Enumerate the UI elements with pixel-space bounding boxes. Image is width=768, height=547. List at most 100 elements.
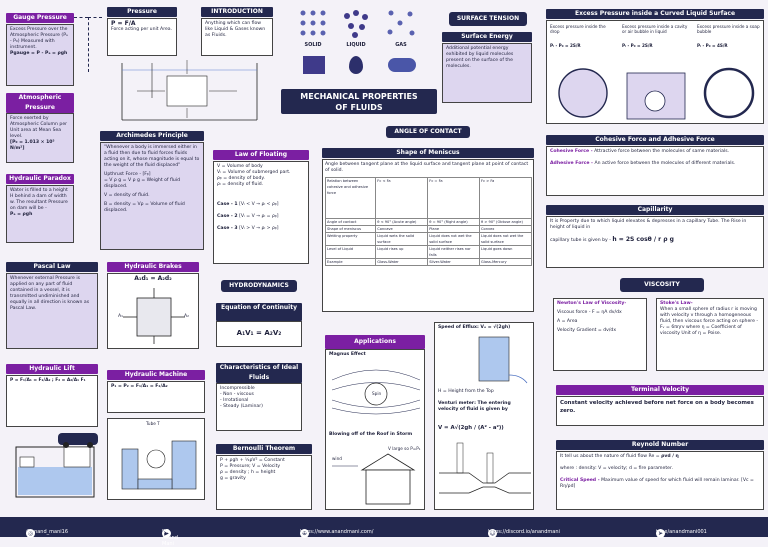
excess-pressure-title: Excess Pressure inside a Curved Liquid S… xyxy=(546,9,764,19)
excess-soap-formula: Pᵢ - P₀ = 4S/R xyxy=(697,43,728,48)
main-title-line1: MECHANICAL PROPERTIES xyxy=(300,92,418,101)
instagram-icon: ◎ xyxy=(26,529,35,538)
bernoulli-f2: P = Pressure; V = Velocity xyxy=(220,464,281,469)
table-cell: Fc = Fa xyxy=(427,177,481,219)
stokes-text: When a small sphere of radius r is movin… xyxy=(660,307,759,336)
reynold-title: Reynold Number xyxy=(556,440,764,450)
capillarity-formula: h = 2S cosθ / r ρ g xyxy=(612,236,674,243)
bernoulli-f4: g = gravity xyxy=(220,476,246,481)
liquid-drop-icon xyxy=(349,56,363,74)
globe-icon: ⊕ xyxy=(300,529,309,538)
table-cell: θ = 90° (Right angle) xyxy=(427,218,481,226)
discord-icon: ☺ xyxy=(488,529,497,538)
table-cell: Fc > Fa xyxy=(479,177,532,219)
connector xyxy=(88,17,102,18)
solid-label: SOLID xyxy=(304,42,322,48)
capillarity-formula-label: capillary tube is given by - xyxy=(550,238,611,243)
applications-title: Applications xyxy=(325,335,425,349)
newton-3: Velocity Gradient = dv/dx xyxy=(557,328,617,333)
newton-2: A = Area xyxy=(557,319,578,324)
atmospheric-formula: [P₀ = 1.013 × 10⁵ N/m²] xyxy=(10,140,55,151)
table-cell: Fc < Fa xyxy=(375,177,429,219)
table-cell: Plane xyxy=(427,225,481,233)
table-cell: Silver-Water xyxy=(427,258,481,266)
table-cell: Liquid neither rises nor falls xyxy=(427,245,481,259)
atmospheric-title: Atmospheric Pressure xyxy=(6,93,74,113)
table-cell: Liquid does not wet the solid surface xyxy=(479,232,532,246)
capillarity-box: It is Property due to which liquid eleva… xyxy=(546,216,764,268)
atmospheric-text: Force exerted by Atmospheric Column per … xyxy=(10,116,68,139)
magnus-diagram xyxy=(332,369,420,415)
meniscus-box: Angle between tangent plane at the liqui… xyxy=(322,159,534,312)
table-cell: Relation between cohesive and adhesive f… xyxy=(324,177,377,219)
brakes-a1: A₁ xyxy=(118,314,123,319)
archimedes-b: B = density = Vρ = Volume of fluid displ… xyxy=(104,202,185,213)
efflux-h-label: H = Height from the Top xyxy=(438,389,494,394)
case1-label: Case - 1 xyxy=(217,202,238,207)
paradox-formula: Pₐ = ρgh xyxy=(10,212,33,217)
pressure-title: Pressure xyxy=(107,7,177,17)
case3-label: Case - 3 xyxy=(217,226,238,231)
table-cell: Example xyxy=(324,258,377,266)
gauge-formula: Pgauge = P - Pₐ = ρgh xyxy=(10,51,68,56)
bernoulli-f1: P + ρgh + ½ρV² = Constant xyxy=(220,458,285,463)
continuity-formula: A₁V₁ = A₂V₂ xyxy=(236,329,282,337)
case2-text: [Vᵢ = V → ρₗ = ρᵦ] xyxy=(239,214,279,219)
machine-title: Hydraulic Machine xyxy=(107,370,205,380)
archimedes-v: V = density of fluid. xyxy=(104,193,150,198)
paradox-box: Water is filled to a height H behind a d… xyxy=(6,185,74,243)
gauge-text: Excess Pressure over the Atmospheric Pre… xyxy=(10,27,68,50)
excess-cavity-formula: Pᵢ - P₀ = 2S/R xyxy=(622,43,653,48)
table-cell: Liquid wets the solid surface xyxy=(375,232,429,246)
bernoulli-title: Bernoulli Theorem xyxy=(216,444,312,454)
cohesive-label: Cohesive Force - xyxy=(550,149,593,154)
blowing-title: Blowing off of the Roof in Storm xyxy=(329,432,413,437)
viscosity-title: VISCOSITY xyxy=(620,278,704,292)
table-cell: Liquid goes down xyxy=(479,245,532,259)
bernoulli-f3: ρ = density ; h = height xyxy=(220,470,276,475)
surface-energy-text: Additional potential energy exhibited by… xyxy=(446,46,514,69)
archimedes-text: "Whenever a body is immersed either in a… xyxy=(104,145,200,168)
wind-label: wind xyxy=(332,456,342,461)
instagram-handle: @anand_mani16 xyxy=(26,529,68,535)
pascal-text: Whenever external Pressure is applied on… xyxy=(10,276,90,311)
adhesive-text: An active force between the molecules of… xyxy=(594,161,736,166)
angle-contact-title: ANGLE OF CONTACT xyxy=(386,126,470,138)
lift-title: Hydraulic Lift xyxy=(6,364,98,374)
excess-cavity-label: Excess pressure inside a cavity or air b… xyxy=(622,24,688,35)
floating-f1: V = Volume of body xyxy=(217,164,263,169)
v-large-label: V large so P=P₁ xyxy=(388,446,421,451)
reynold-text2: where : density: V = velocity; d = fire … xyxy=(560,466,673,471)
ideal-title: Characteristics of Ideal Fluids xyxy=(216,363,302,383)
intro-box: Anything which can flow like Liquid & Ga… xyxy=(201,18,273,56)
hydraulic-lift-diagram xyxy=(15,433,98,498)
cohesive-box: Cohesive Force - Attractive force betwee… xyxy=(546,146,764,196)
table-cell: Liquid rises up xyxy=(375,245,429,259)
paradox-title: Hydraulic Paradox xyxy=(6,174,74,184)
continuity-box: A₁V₁ = A₂V₂ xyxy=(216,321,302,347)
table-cell: Liquid does not wet the solid surface xyxy=(427,232,481,246)
capillarity-text: It is Property due to which liquid eleva… xyxy=(550,219,747,230)
efflux-tank-diagram xyxy=(478,336,528,384)
gas-cloud-icon xyxy=(388,58,416,72)
solid-lattice-icon xyxy=(300,10,326,36)
liquid-molecules-icon xyxy=(344,10,368,38)
applications-box: Magnus Effect Spin Blowing off of the Ro… xyxy=(325,349,425,510)
excess-soap-label: Excess pressure inside a soap bubble xyxy=(697,24,760,35)
table-cell: Convex xyxy=(479,225,532,233)
case1-text: [Vᵢ < V → ρₗ < ρᵦ] xyxy=(239,202,279,207)
brakes-box: A₁d₁ = A₂d₂ A₁ A₂ xyxy=(107,273,199,349)
excess-pressure-diagrams xyxy=(558,67,755,120)
venturi-formula: V = A√(2gh / (A² - a²)) xyxy=(438,425,504,431)
archimedes-upthrust: Upthrust Force - [Fᵦ] xyxy=(104,172,151,177)
gas-label: GAS xyxy=(395,42,407,48)
main-title-line2: OF FLUIDS xyxy=(335,103,383,112)
table-cell: Level of Liquid xyxy=(324,245,377,259)
angle-contact-text: Angle between tangent plane at the liqui… xyxy=(325,162,529,173)
hydrodynamics-title: HYDRODYNAMICS xyxy=(221,280,297,292)
adhesive-label: Adhesive Force - xyxy=(550,161,593,166)
brakes-a2: A₂ xyxy=(184,314,189,319)
efflux-box: Speed of Efflux: Vₑ = √(2gh) H = Height … xyxy=(434,322,534,510)
hydraulic-machine-diagram xyxy=(121,440,197,490)
table-cell: Glass-Water xyxy=(375,258,429,266)
